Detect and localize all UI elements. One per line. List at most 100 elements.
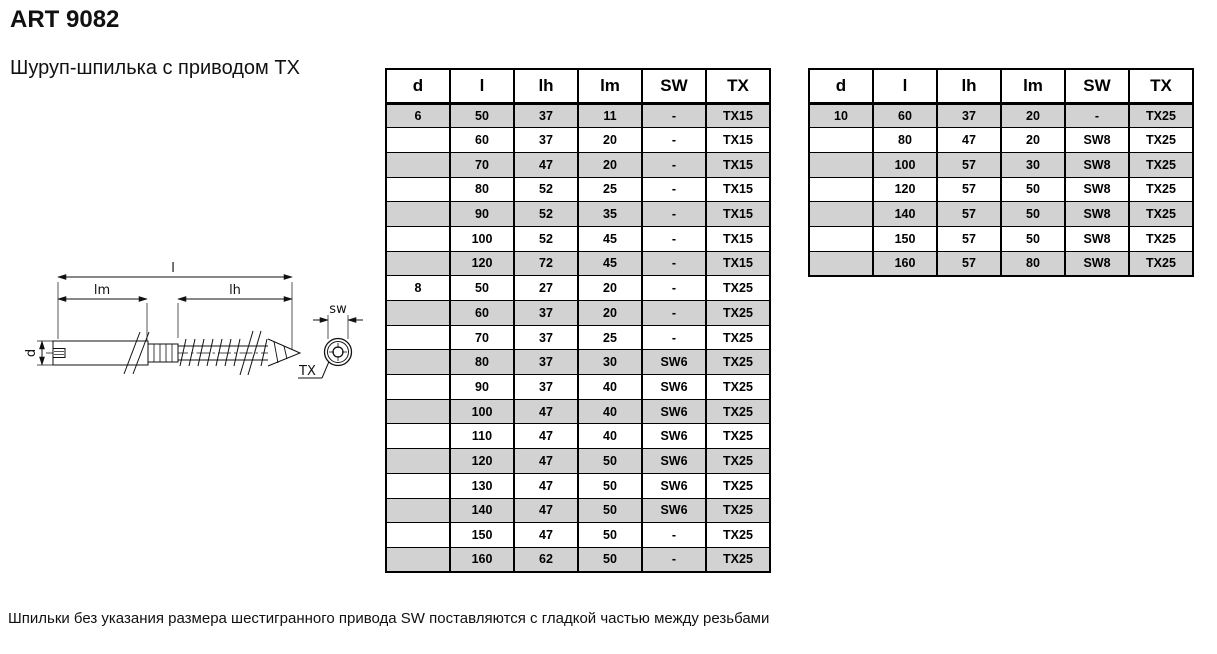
table-cell: 100: [449, 225, 515, 252]
table-cell: 45: [577, 225, 643, 252]
table-cell: [808, 225, 874, 252]
table-cell: 11: [577, 102, 643, 129]
table-cell: SW8: [1064, 151, 1130, 178]
table-cell: 52: [513, 225, 579, 252]
table-cell: TX15: [705, 201, 771, 227]
table-cell: TX15: [705, 102, 771, 129]
table-cell: TX15: [705, 176, 771, 203]
table-cell: 140: [449, 497, 515, 524]
table-cell: 37: [513, 300, 579, 326]
table-cell: 130: [449, 472, 515, 499]
table-cell: 80: [1000, 250, 1066, 277]
table-cell: 50: [1000, 176, 1066, 203]
table-cell: 60: [449, 127, 515, 153]
table-cell: SW8: [1064, 225, 1130, 252]
table-cell: -: [641, 522, 707, 548]
table-cell: 50: [577, 497, 643, 524]
table-cell: [385, 398, 451, 425]
table-cell: TX25: [1128, 127, 1194, 153]
table-cell: -: [641, 176, 707, 203]
table-cell: 47: [513, 448, 579, 474]
table-cell: -: [641, 275, 707, 301]
table-cell: [385, 201, 451, 227]
table-cell: 8: [385, 275, 451, 301]
table-cell: TX15: [705, 151, 771, 178]
column-header: d: [808, 68, 874, 105]
table-cell: 110: [449, 423, 515, 450]
table-cell: TX25: [1128, 201, 1194, 227]
table-cell: -: [641, 127, 707, 153]
table-cell: 60: [872, 102, 938, 129]
table-cell: SW6: [641, 423, 707, 450]
table-cell: 47: [513, 497, 579, 524]
table-cell: TX25: [705, 349, 771, 376]
table-cell: -: [1064, 102, 1130, 129]
table-cell: SW8: [1064, 201, 1130, 227]
table-cell: 10: [808, 102, 874, 129]
column-header: TX: [1128, 68, 1194, 105]
table-cell: TX25: [1128, 102, 1194, 129]
table-cell: 20: [1000, 127, 1066, 153]
table-cell: -: [641, 102, 707, 129]
table-cell: 62: [513, 546, 579, 574]
table-cell: 150: [449, 522, 515, 548]
table-cell: 100: [872, 151, 938, 178]
column-header: SW: [641, 68, 707, 105]
table-cell: 120: [449, 250, 515, 277]
table-cell: [385, 176, 451, 203]
drive-label-tx: TX: [298, 364, 316, 379]
table-cell: 80: [449, 176, 515, 203]
table-cell: 45: [577, 250, 643, 277]
table-cell: 37: [513, 127, 579, 153]
table-cell: 50: [1000, 225, 1066, 252]
column-header: d: [385, 68, 451, 105]
dimension-label-l: l: [171, 261, 175, 276]
table-cell: 50: [577, 522, 643, 548]
table-cell: SW8: [1064, 127, 1130, 153]
column-header: l: [449, 68, 515, 105]
table-cell: 47: [513, 423, 579, 450]
table-cell: [385, 546, 451, 574]
table-cell: 57: [936, 225, 1002, 252]
table-cell: 20: [577, 275, 643, 301]
table-cell: 37: [936, 102, 1002, 129]
table-cell: TX25: [705, 398, 771, 425]
table-cell: 57: [936, 201, 1002, 227]
table-cell: 35: [577, 201, 643, 227]
table-cell: 30: [1000, 151, 1066, 178]
table-cell: TX25: [705, 423, 771, 450]
table-cell: 47: [513, 151, 579, 178]
table-cell: -: [641, 324, 707, 351]
table-cell: 6: [385, 102, 451, 129]
table-cell: 37: [513, 349, 579, 376]
table-cell: 50: [577, 448, 643, 474]
table-cell: 50: [577, 472, 643, 499]
table-cell: 47: [513, 522, 579, 548]
table-cell: 20: [577, 127, 643, 153]
table-cell: 120: [449, 448, 515, 474]
table-cell: 50: [449, 275, 515, 301]
dimension-label-sw: sw: [329, 302, 347, 317]
table-cell: 25: [577, 324, 643, 351]
table-cell: TX25: [1128, 176, 1194, 203]
table-cell: 52: [513, 176, 579, 203]
